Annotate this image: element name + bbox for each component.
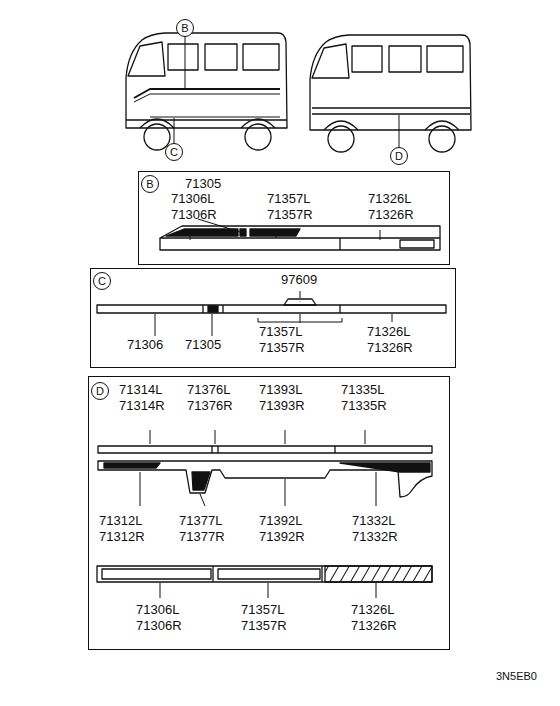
callout-number: 71357L [267,192,310,205]
callout-number: 71326L [351,603,394,616]
callout-number: 71314L [119,383,162,396]
svg-text:·: · [299,298,301,305]
callout-number: 71312R [99,530,145,543]
callout-number: 71326R [368,208,414,221]
callout-number: 71377R [179,530,225,543]
view-letter: D [395,151,403,162]
callout-number: 71377L [179,514,222,527]
callout-number: 71306 [127,338,163,351]
callout-number: 71326R [351,619,397,632]
callout-number: 97609 [281,273,317,286]
callout-number: 71357R [241,619,287,632]
view-panel: 71314L 71314R 71376L 71376R 71393L 71393R 7133… [88,376,450,650]
callout-number: 71357L [259,325,302,338]
callout-number: 71357R [259,341,305,354]
callout-number: 71306R [136,619,182,632]
callout-number: 71357L [241,603,284,616]
callout-number: 71332R [352,530,398,543]
callout-number: 71326L [368,192,411,205]
view-panel: 97609 71306 71305 71357L 71357R 71326L 71326R C [90,268,456,368]
view-letter-circle: C [93,272,111,290]
callout-number: 71326L [367,325,410,338]
view-panel: 71305 71306L 71306R 71357L 71357R 71326L 71326… [138,171,450,265]
callout-number: 71335R [341,399,387,412]
callout-number: 71314R [119,399,165,412]
callout-number: 71306L [171,192,214,205]
callout-number: 71392R [259,530,305,543]
view-letter-circle: B [141,175,159,193]
view-letter: C [98,276,106,287]
callout-number: 71393L [259,383,302,396]
view-letter: D [96,386,104,397]
view-letter: B [181,23,188,34]
callout-number: 71335L [341,383,384,396]
callout-number: 71312L [99,514,142,527]
callout-number: 71306L [136,603,179,616]
callout-number: 71376R [187,399,233,412]
view-letter: B [146,179,153,190]
drawing-code: 3N5EB0 [496,671,537,682]
view-letter: C [170,147,178,158]
callout-number: 71393R [259,399,305,412]
callout-number: 71392L [259,514,302,527]
view-letter-circle: D [390,147,408,165]
view-letter-circle: C [165,143,183,161]
callout-number: 71305 [185,177,221,190]
callout-number: 71326R [367,341,413,354]
callout-number: 71306R [171,208,217,221]
callout-number: 71305 [185,338,221,351]
callout-number: 71376L [187,383,230,396]
view-letter-circle: D [91,382,109,400]
callout-number: 71357R [267,208,313,221]
view-letter-circle: B [176,19,194,37]
callout-number: 71332L [352,514,395,527]
